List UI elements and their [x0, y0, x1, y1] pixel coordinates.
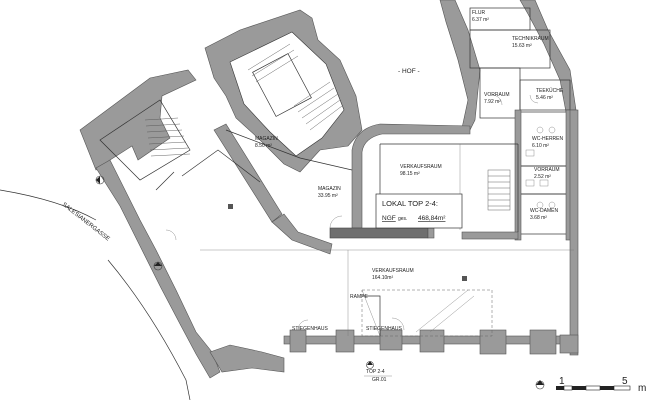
- courtyard-label: - HOF -: [398, 68, 420, 75]
- room-label-verkaufsraum-2: VERKAUFSRAUM: [372, 268, 414, 274]
- room-area-vorraum-top: 7.92 m²: [484, 99, 501, 105]
- room-area-vorraum: 2.52 m²: [534, 174, 551, 180]
- scale-mark-5: 5: [622, 376, 628, 387]
- room-area-teekueche: 5.46 m²: [536, 95, 553, 101]
- room-label-vorraum: VORRAUM: [534, 167, 560, 173]
- top-marker-2: GR.01: [372, 377, 387, 383]
- room-label-teekueche: TEEKÜCHE: [536, 87, 564, 94]
- street-name: SALESIANERGASSE: [61, 202, 111, 243]
- room-label-technikraum: TECHNIKRAUM: [512, 36, 549, 42]
- room-area-verkaufsraum-1: 98.15 m²: [400, 171, 420, 177]
- ngf-value: 468,84m²: [418, 215, 446, 222]
- room-area-magazin-2: 33.95 m²: [318, 193, 338, 199]
- section-marker-bottom: [366, 361, 374, 369]
- section-marker-left: [95, 175, 163, 271]
- room-area-flur: 6.37 m²: [472, 17, 489, 23]
- left-stairwell: [79, 69, 197, 181]
- stairwell-label-1: STIEGENHAUS: [292, 326, 329, 332]
- stairwell-label-2: STIEGENHAUS: [366, 326, 403, 332]
- unit-summary: LOKAL TOP 2-4: NGF ges. 468,84m²: [375, 193, 463, 229]
- room-label-vorraum-top: VORRAUM: [484, 92, 510, 98]
- room-label-flur: FLUR: [472, 10, 485, 16]
- unit-title: LOKAL TOP 2-4:: [382, 199, 438, 208]
- top-marker-1: TOP 2-4: [366, 369, 385, 375]
- room-area-verkaufsraum-2: 164.10m²: [372, 275, 393, 281]
- room-area-wc-herren: 6.10 m²: [532, 143, 549, 149]
- ramp-label: RAMPE: [350, 294, 368, 300]
- scale-unit: m: [638, 383, 646, 394]
- scale-bar: 1 5 m: [556, 376, 646, 394]
- room-label-wc-herren: WC-HERREN: [532, 136, 563, 142]
- scale-mark-1: 1: [559, 376, 565, 387]
- north-marker: [535, 380, 545, 390]
- room-label-wc-damen: WC-DAMEN: [530, 208, 558, 214]
- upper-stair-core: [204, 9, 363, 173]
- room-area-wc-damen: 3.68 m²: [530, 215, 547, 221]
- room-label-verkaufsraum-1: VERKAUFSRAUM: [400, 164, 442, 170]
- street-edge: [0, 189, 191, 400]
- room-area-magazin-1: 8.50 m²: [255, 143, 272, 149]
- room-label-magazin-2: MAGAZIN: [318, 186, 341, 192]
- main-shell: [95, 109, 579, 379]
- room-area-technikraum: 15.63 m²: [512, 43, 532, 49]
- room-label-magazin-1: MAGAZIN: [255, 136, 278, 142]
- ngf-label: NGF: [382, 215, 396, 222]
- ngf-prefix: ges.: [398, 216, 407, 222]
